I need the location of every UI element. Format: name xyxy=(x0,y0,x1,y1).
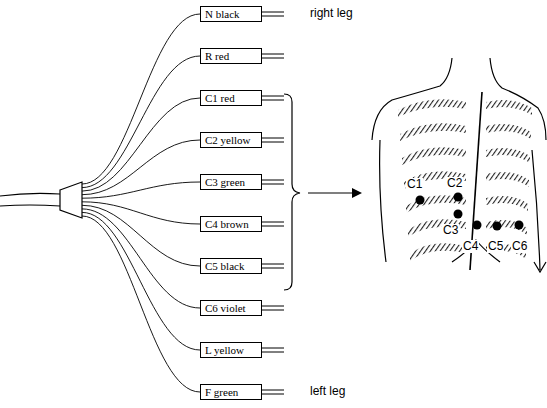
plug-label: N black xyxy=(205,8,240,20)
connector-plug: C3 green xyxy=(200,174,262,190)
limb-label: right leg xyxy=(310,7,353,20)
connector-plug: C5 black xyxy=(200,258,262,274)
ribs xyxy=(398,99,532,261)
torso-outline xyxy=(372,58,546,140)
cable-splitter xyxy=(60,182,82,218)
plug-label: R red xyxy=(205,50,229,62)
connector-plug: R red xyxy=(200,48,262,64)
connector-plug: C2 yellow xyxy=(200,132,262,148)
plug-label: C5 black xyxy=(205,260,244,272)
electrode-label: C1 xyxy=(406,178,423,191)
connector-plug: C6 violet xyxy=(200,300,262,316)
cable xyxy=(0,205,60,206)
bracket xyxy=(284,94,300,290)
electrode-label: C4 xyxy=(462,240,479,253)
connector-plug: F green xyxy=(200,384,262,400)
plug-label: L yellow xyxy=(205,344,244,356)
arm-outline xyxy=(380,140,386,262)
connector-plug: N black xyxy=(200,6,262,22)
connector-plug: L yellow xyxy=(200,342,262,358)
electrode-label: C5 xyxy=(487,240,504,253)
connector-plug: C1 red xyxy=(200,90,262,106)
cable xyxy=(0,193,60,196)
electrode-label: C6 xyxy=(511,240,528,253)
limb-label: left leg xyxy=(310,385,345,398)
plug-label: F green xyxy=(205,386,238,398)
plug-pins xyxy=(262,12,284,394)
connector-plug: C4 brown xyxy=(200,216,262,232)
wires xyxy=(82,14,200,392)
plug-label: C1 red xyxy=(205,92,235,104)
electrode-label: C2 xyxy=(446,177,463,190)
plug-label: C6 violet xyxy=(205,302,246,314)
electrode-label: C3 xyxy=(442,224,459,237)
plug-label: C3 green xyxy=(205,176,245,188)
arrow-head xyxy=(352,188,362,198)
arm-outline xyxy=(532,150,546,272)
electrode-dots xyxy=(416,193,524,231)
arrow xyxy=(308,192,352,193)
plug-label: C4 brown xyxy=(205,218,249,230)
plug-label: C2 yellow xyxy=(205,134,251,146)
